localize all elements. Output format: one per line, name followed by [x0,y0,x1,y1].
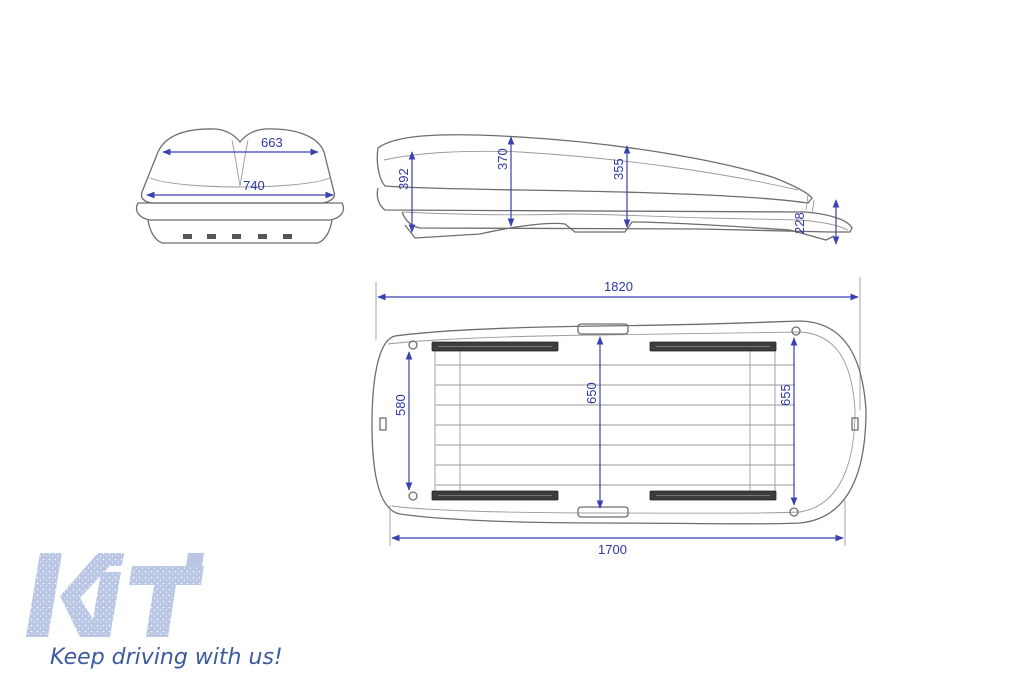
kit-logo [26,553,204,637]
front-view: 663 740 [135,128,345,244]
top-view-mounting-rails [431,341,777,501]
top-width-front-label: 580 [393,394,408,416]
side-view-lid [376,134,813,204]
front-view-lid [140,128,336,204]
side-height-mid2-label: 355 [611,158,626,180]
side-view: 392 370 355 228 [376,134,853,245]
top-width-rear-label: 655 [778,384,793,406]
brand-tagline: Keep driving with us! [50,645,283,670]
top-view: 1820 [371,277,867,557]
front-view-feet [183,234,292,239]
side-height-front-label: 392 [396,168,411,190]
front-view-lid-groove [231,139,249,187]
top-length-overall-label: 1820 [604,279,633,294]
side-height-rear-label: 228 [792,212,807,234]
top-view-fittings [379,323,859,518]
top-view-ribs [434,350,795,500]
top-view-shell [371,320,867,525]
front-width-top-label: 663 [261,135,283,150]
top-width-mid-label: 650 [584,382,599,404]
side-height-mid1-label: 370 [495,148,510,170]
front-view-base [135,202,345,221]
side-view-base [376,187,853,233]
top-length-base-label: 1700 [598,542,627,557]
front-width-bottom-label: 740 [243,178,265,193]
